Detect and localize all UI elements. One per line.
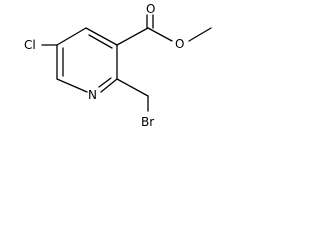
methyl-ester-group [116,14,212,46]
ring-bond-c2-n1-inner [98,77,112,88]
bond-ester-oxygen-methyl [188,27,212,42]
pyridine-ring [56,27,118,93]
ring-bond-c4-c3-inner [88,34,113,49]
carbonyl-oxygen-label: O [146,2,155,16]
ring-bond-c5-c4 [56,27,87,46]
ester-oxygen-label: O [175,37,184,51]
bond-c3-carbonyl-carbon [116,27,149,46]
ring-bond-n1-c6 [56,78,88,93]
chemical-structure-diagram: O O Cl N Br [24,2,212,129]
ring-bond-c2-n1 [100,78,118,93]
ring-nitrogen-label: N [88,88,97,102]
bromine-label: Br [141,115,154,129]
ring-bond-c4-c3 [85,27,118,46]
chlorine-label: Cl [24,38,36,52]
bond-carbonyl-carbon-ester-oxygen [147,27,173,42]
bromomethyl-substituent [116,78,149,112]
bond-c2-ch2 [116,78,149,97]
